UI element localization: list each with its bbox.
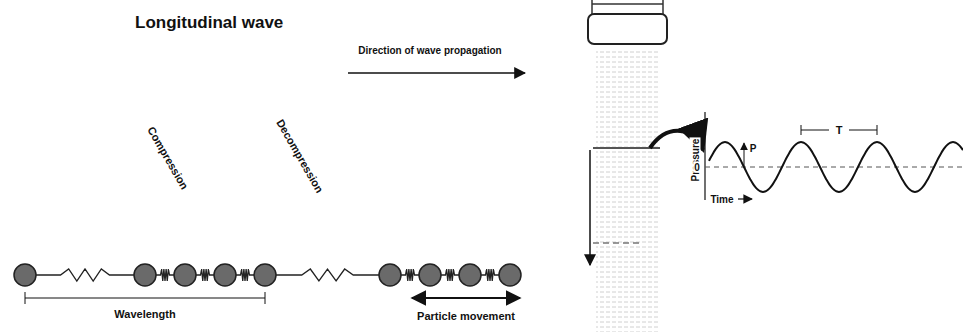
spring [401,269,419,281]
pressure-axis [704,112,705,200]
spring [156,269,174,281]
axis-value: 0 [693,162,701,173]
particle [214,264,236,286]
dimension-label: Wavelength [113,308,176,320]
transducer [588,0,667,44]
propagation-arrow [348,72,525,74]
spring [441,269,459,281]
spring [196,269,214,281]
particle [379,264,401,286]
particle-chain [14,264,521,286]
particle-movement-arrow [412,297,520,299]
pressure-wave [709,142,963,192]
amplitude-arrow [744,143,745,166]
rotated-label: Compression [145,124,192,193]
spring [276,269,379,281]
particle [459,264,481,286]
spring [481,269,499,281]
amplitude-label: P [749,143,758,154]
particle [499,264,521,286]
particle [254,264,276,286]
particle [134,264,156,286]
layer-mark [593,242,640,244]
spring [236,269,254,281]
spring [36,269,134,281]
rotated-label: Decompression [274,116,327,195]
wavelength-bracket [25,292,265,304]
axis-label: Time [709,194,734,205]
particle [174,264,196,286]
medium-layers [596,48,660,332]
direction-label: Direction of wave propagation [357,45,502,56]
time-arrow [738,198,752,199]
particle [419,264,441,286]
down-arrow [589,150,591,265]
axis-label: Pressure [690,138,701,183]
period-label: T [835,124,844,136]
title: Longitudinal wave [135,14,283,33]
motion-label: Particle movement [416,310,516,322]
particle [14,264,36,286]
